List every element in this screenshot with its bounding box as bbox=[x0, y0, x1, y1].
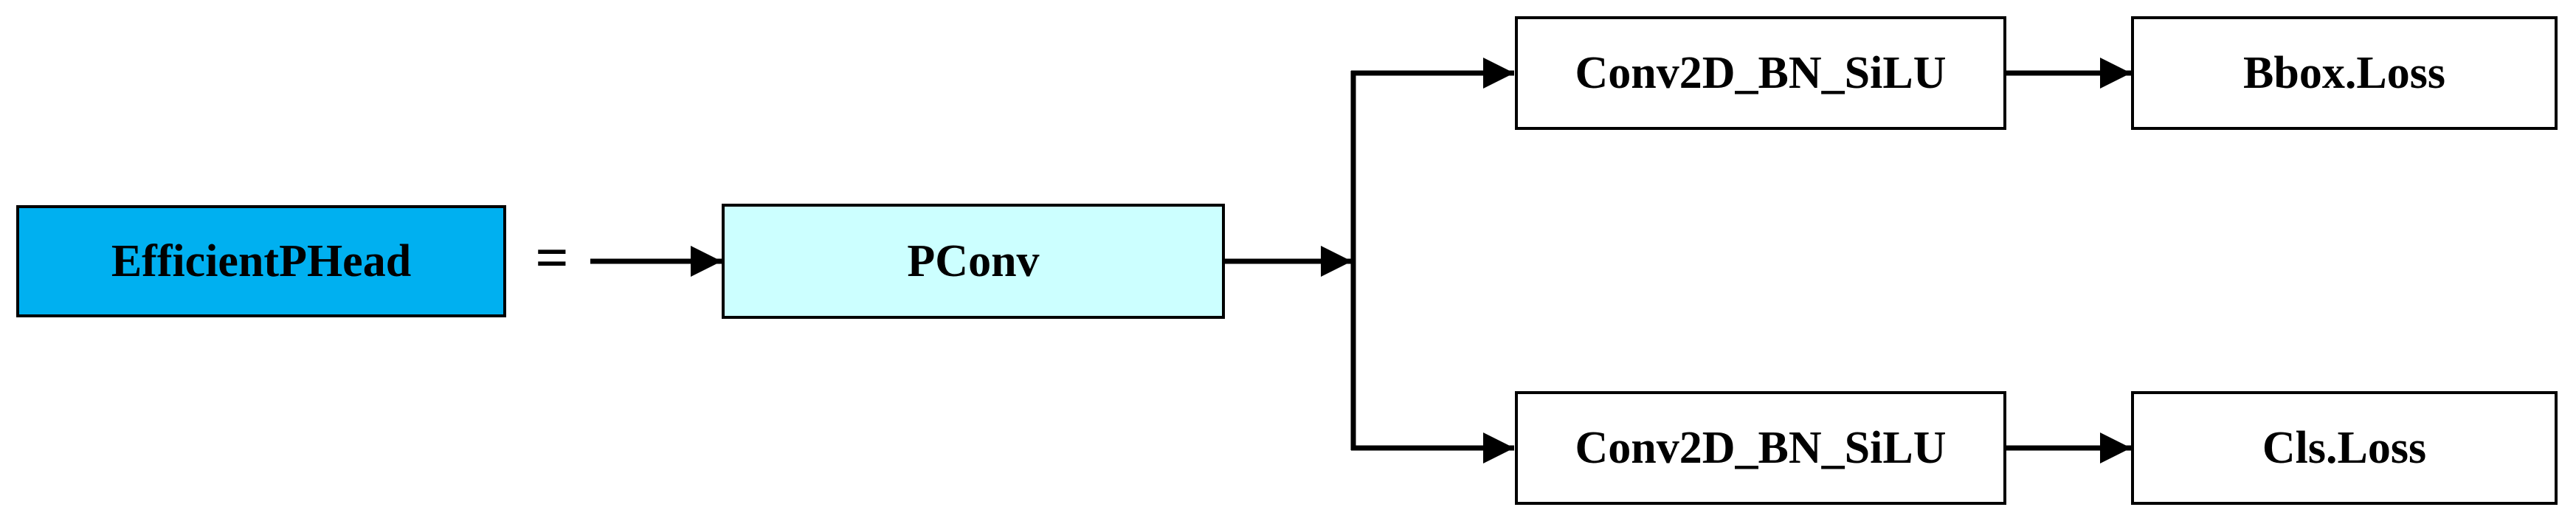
pconv-label: PConv bbox=[907, 236, 1039, 286]
conv-top-label: Conv2D_BN_SiLU bbox=[1575, 48, 1947, 98]
equals-sign: = bbox=[535, 226, 569, 291]
cls-loss-box bbox=[2131, 391, 2558, 505]
conv-bottom-label: Conv2D_BN_SiLU bbox=[1575, 423, 1947, 473]
conv-bottom-block: Conv2D_BN_SiLU bbox=[1515, 391, 2006, 505]
branch-connector bbox=[1223, 58, 1514, 463]
conv-top-block: Conv2D_BN_SiLU bbox=[1515, 16, 2006, 130]
bbox-loss-box bbox=[2131, 16, 2558, 130]
bbox-loss-label: Bbox.Loss bbox=[2243, 48, 2445, 98]
efficientphead-block: EfficientPHead bbox=[16, 205, 506, 317]
efficientphead-label: EfficientPHead bbox=[111, 236, 411, 286]
cls-loss-block: Cls.Loss bbox=[2131, 391, 2558, 505]
conv-bottom-box bbox=[1515, 391, 2006, 505]
conv-top-box bbox=[1515, 16, 2006, 130]
cls-loss-label: Cls.Loss bbox=[2262, 423, 2426, 473]
pconv-box bbox=[722, 204, 1225, 319]
efficientphead-box bbox=[16, 205, 506, 317]
bbox-loss-block: Bbox.Loss bbox=[2131, 16, 2558, 130]
pconv-block: PConv bbox=[722, 204, 1225, 319]
